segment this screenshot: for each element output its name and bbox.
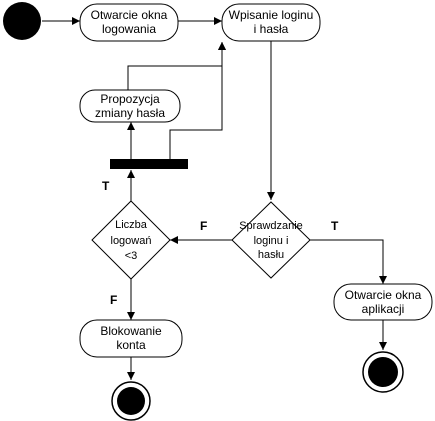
label-line: Blokowanie: [100, 324, 162, 338]
label-line: konta: [116, 338, 146, 352]
edge-check-to-open-app: [310, 239, 387, 284]
action-open-app-window: Otwarcie okna aplikacji: [333, 283, 433, 321]
label-line: hasłu: [258, 249, 284, 261]
label-line: i hasła: [254, 22, 289, 36]
final-node-left: [111, 381, 151, 421]
decision-login-count: Liczba logowań <3: [91, 200, 171, 280]
action-enter-credentials: Wpisanie loginu i hasła: [221, 3, 321, 42]
final-node-right: [362, 351, 404, 393]
guard-check-false: F: [200, 219, 207, 233]
label-line: zmiany hasła: [95, 106, 165, 120]
label-line: Liczba: [115, 219, 148, 231]
initial-node: [3, 2, 41, 40]
decision-check-credentials: Sprawdzanie loginu i hasłu: [231, 201, 311, 279]
guard-count-false: F: [110, 293, 117, 307]
action-block-account: Blokowanie konta: [79, 319, 183, 358]
guard-check-true: T: [331, 219, 339, 233]
fork-bar: [110, 159, 188, 169]
action-suggest-password-change: Propozycja zmiany hasła: [79, 89, 181, 123]
label-line: Otwarcie okna: [91, 8, 168, 22]
edge-password-suggestion-to-enter-credentials: [127, 42, 226, 90]
action-open-login-window: Otwarcie okna logowania: [79, 3, 179, 42]
label-line: loginu i: [254, 235, 289, 247]
label-line: Otwarcie okna: [345, 288, 422, 302]
label-line: logowań: [111, 235, 152, 247]
label-line: logowania: [102, 22, 156, 36]
guard-count-true: T: [102, 179, 110, 193]
label-line: Wpisanie loginu: [229, 8, 314, 22]
label-line: Sprawdzanie: [239, 220, 303, 232]
label-line: Propozycja: [100, 92, 160, 106]
label-line: <3: [125, 250, 138, 262]
label-line: aplikacji: [362, 302, 405, 316]
edge-fork-to-enter-credentials: [169, 42, 226, 159]
